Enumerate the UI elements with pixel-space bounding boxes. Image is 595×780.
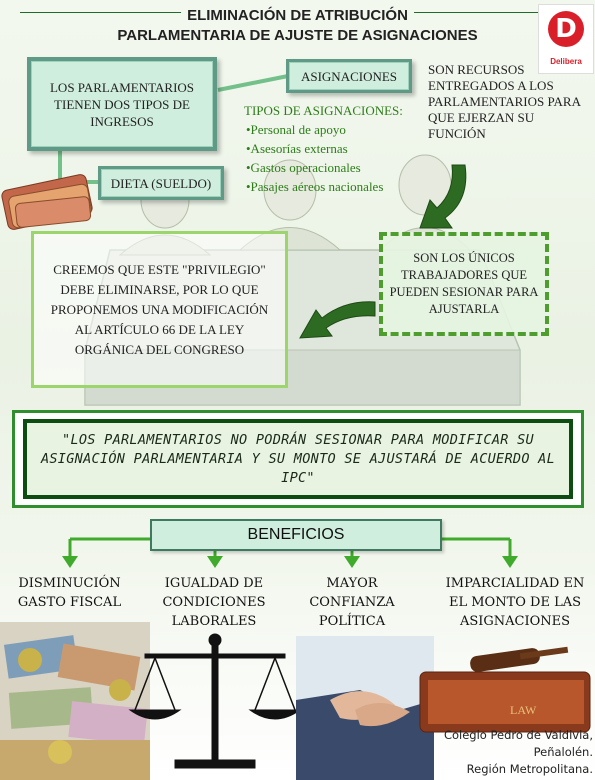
- footer-line-1: Colegio Pedro de Valdivia,: [443, 728, 593, 742]
- asignaciones-label: ASIGNACIONES: [300, 68, 398, 84]
- logo-name: Delibera: [550, 57, 582, 66]
- school-credit: Colegio Pedro de Valdivia, Peñalolén. Re…: [444, 727, 593, 778]
- money-stack-icon: [1, 174, 93, 230]
- money-pile-image: [0, 622, 150, 780]
- footer-line-3: Región Metropolitana.: [466, 762, 593, 776]
- benefits-tree-lines: [68, 537, 512, 556]
- benefits-heading-box: BENEFICIOS: [150, 519, 442, 551]
- tipos-item: •Personal de apoyo: [246, 122, 346, 137]
- tipos-item: •Pasajes aéreos nacionales: [246, 179, 384, 194]
- income-main-text: LOS PARLAMENTARIOS TIENEN DOS TIPOS DE I…: [49, 79, 195, 129]
- quote-box: "LOS PARLAMENTARIOS NO PODRÁN SESIONAR P…: [12, 410, 584, 508]
- income-main-box: LOS PARLAMENTARIOS TIENEN DOS TIPOS DE I…: [27, 57, 217, 151]
- arrow-left-icon: [299, 301, 376, 339]
- handshake-image: [296, 636, 434, 780]
- dieta-label: DIETA (SUELDO): [110, 175, 212, 191]
- benefit-item-igualdad: IGUALDAD DE CONDICIONES LABORALES: [162, 576, 266, 629]
- title-line-2: PARLAMENTARIA DE AJUSTE DE ASIGNACIONES: [117, 27, 478, 44]
- tipos-item: •Gastos operacionales: [246, 160, 361, 175]
- benefit-item-imparcialidad: IMPARCIALIDAD EN EL MONTO DE LAS ASIGNAC…: [445, 576, 585, 629]
- dieta-box: DIETA (SUELDO): [98, 166, 224, 200]
- quote-inner-frame: "LOS PARLAMENTARIOS NO PODRÁN SESIONAR P…: [23, 419, 573, 499]
- tipos-heading: TIPOS DE ASIGNACIONES:: [244, 103, 403, 118]
- proposal-box: CREEMOS QUE ESTE "PRIVILEGIO" DEBE ELIMI…: [31, 231, 288, 388]
- logo-mark: D: [548, 11, 584, 47]
- benefit-item-gasto: DISMINUCIÓN GASTO FISCAL: [17, 576, 122, 610]
- benefit-item-confianza: MAYOR CONFIANZA POLÍTICA: [309, 576, 395, 629]
- connector-line-right: [217, 74, 289, 92]
- title-line-1: ELIMINACIÓN DE ATRIBUCIÓN: [181, 6, 414, 26]
- proposal-text: CREEMOS QUE ESTE "PRIVILEGIO" DEBE ELIMI…: [50, 261, 269, 357]
- asignaciones-box: ASIGNACIONES: [286, 59, 412, 93]
- recursos-text: SON RECURSOS ENTREGADOS A LOS PARLAMENTA…: [428, 62, 581, 141]
- gavel-book-image: LAW: [419, 646, 591, 733]
- svg-text:LAW: LAW: [510, 703, 537, 717]
- unicos-box: SON LOS ÚNICOS TRABAJADORES QUE PUEDEN S…: [379, 232, 549, 336]
- arrow-down-left-icon: [419, 164, 467, 229]
- tipos-list: TIPOS DE ASIGNACIONES: •Personal de apoy…: [244, 101, 424, 196]
- quote-text: "LOS PARLAMENTARIOS NO PODRÁN SESIONAR P…: [40, 431, 556, 486]
- benefit-arrow-icons: [62, 556, 518, 568]
- benefits-heading: BENEFICIOS: [247, 526, 345, 543]
- delibera-logo: D Delibera: [538, 4, 594, 74]
- footer-line-2: Peñalolén.: [533, 745, 593, 759]
- figure-head-center: [263, 159, 317, 221]
- justice-scale-icon: [128, 633, 302, 769]
- page-title: ELIMINACIÓN DE ATRIBUCIÓN PARLAMENTARIA …: [0, 6, 595, 46]
- tipos-item: •Asesorías externas: [246, 141, 348, 156]
- unicos-text: SON LOS ÚNICOS TRABAJADORES QUE PUEDEN S…: [389, 251, 539, 316]
